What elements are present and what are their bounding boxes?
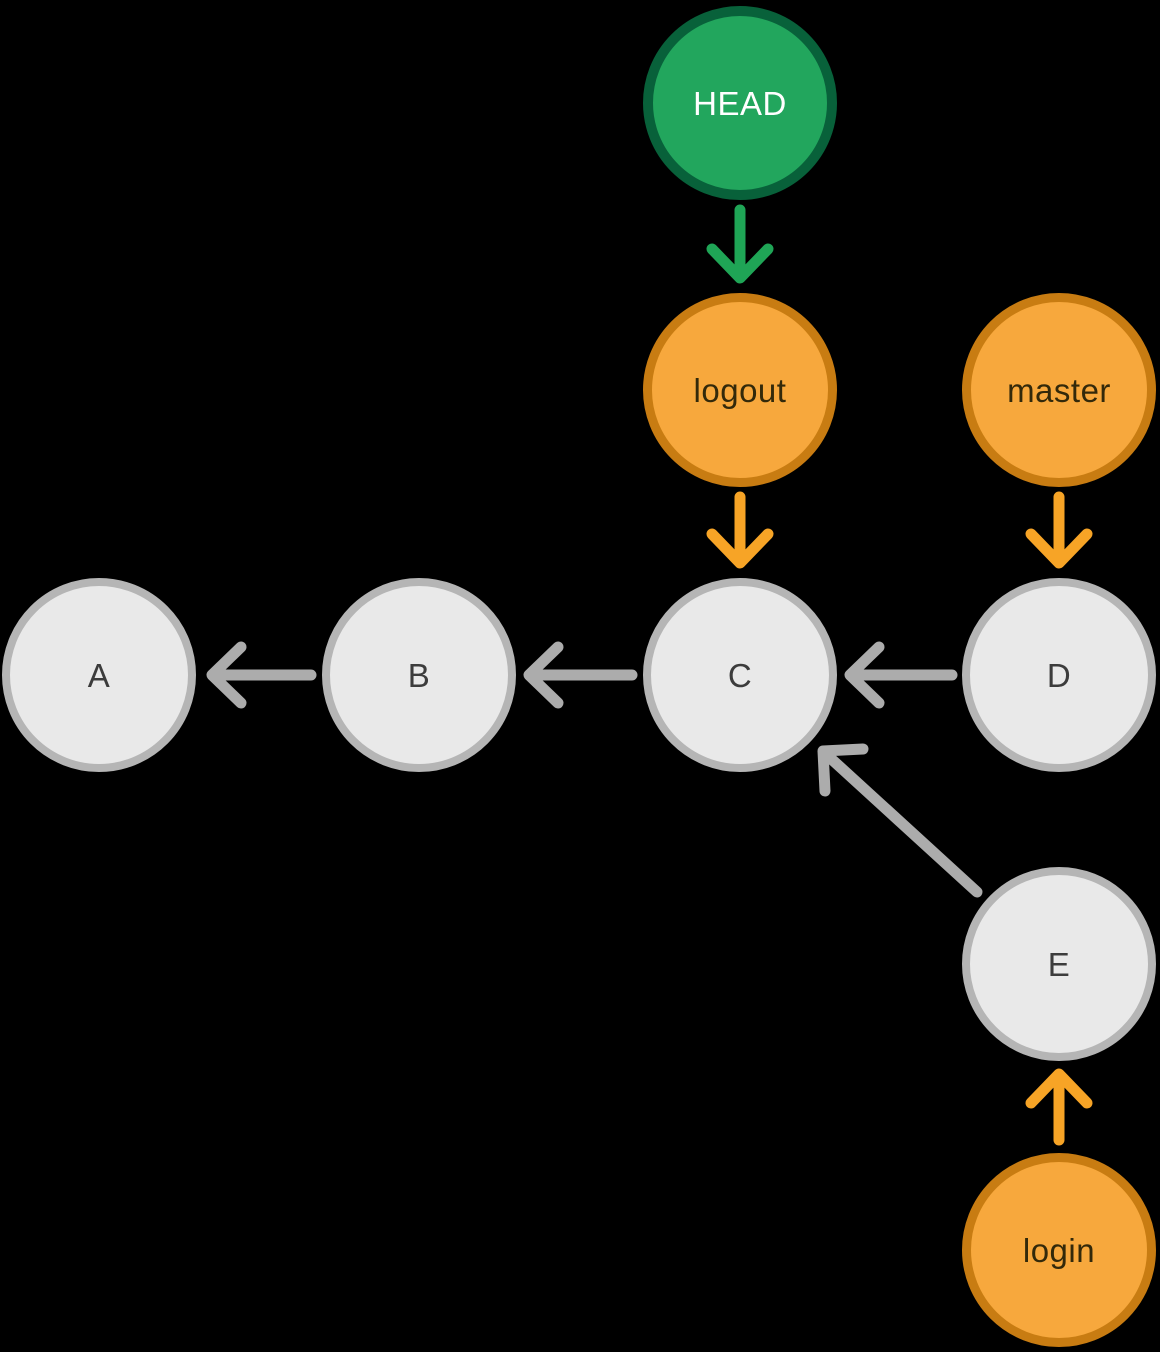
node-commit-e-label: E [1047, 945, 1071, 983]
node-commit-a-label: A [87, 656, 111, 694]
arrow-b-to-a [206, 641, 317, 709]
arrow-logout-to-c [706, 491, 774, 569]
node-commit-d: D [962, 578, 1156, 772]
arrow-c-to-b [523, 641, 638, 709]
node-commit-c: C [643, 578, 837, 772]
node-branch-master: master [962, 293, 1156, 487]
node-commit-e: E [962, 867, 1156, 1061]
node-branch-master-label: master [1007, 371, 1111, 409]
node-branch-login: login [962, 1153, 1156, 1347]
node-commit-a: A [2, 578, 196, 772]
node-head-label: HEAD [693, 84, 787, 122]
node-branch-login-label: login [1022, 1231, 1096, 1269]
node-commit-d-label: D [1046, 656, 1072, 694]
arrow-d-to-c [844, 641, 958, 709]
node-commit-b: B [322, 578, 516, 772]
node-commit-c-label: C [727, 656, 753, 694]
arrow-master-to-d [1025, 491, 1093, 569]
arrow-e-to-c [817, 743, 983, 898]
node-head: HEAD [643, 6, 837, 200]
arrow-login-to-e [1025, 1068, 1093, 1146]
node-commit-b-label: B [407, 656, 431, 694]
arrow-head-to-logout [706, 204, 774, 284]
node-branch-logout: logout [643, 293, 837, 487]
node-branch-logout-label: logout [693, 371, 787, 409]
